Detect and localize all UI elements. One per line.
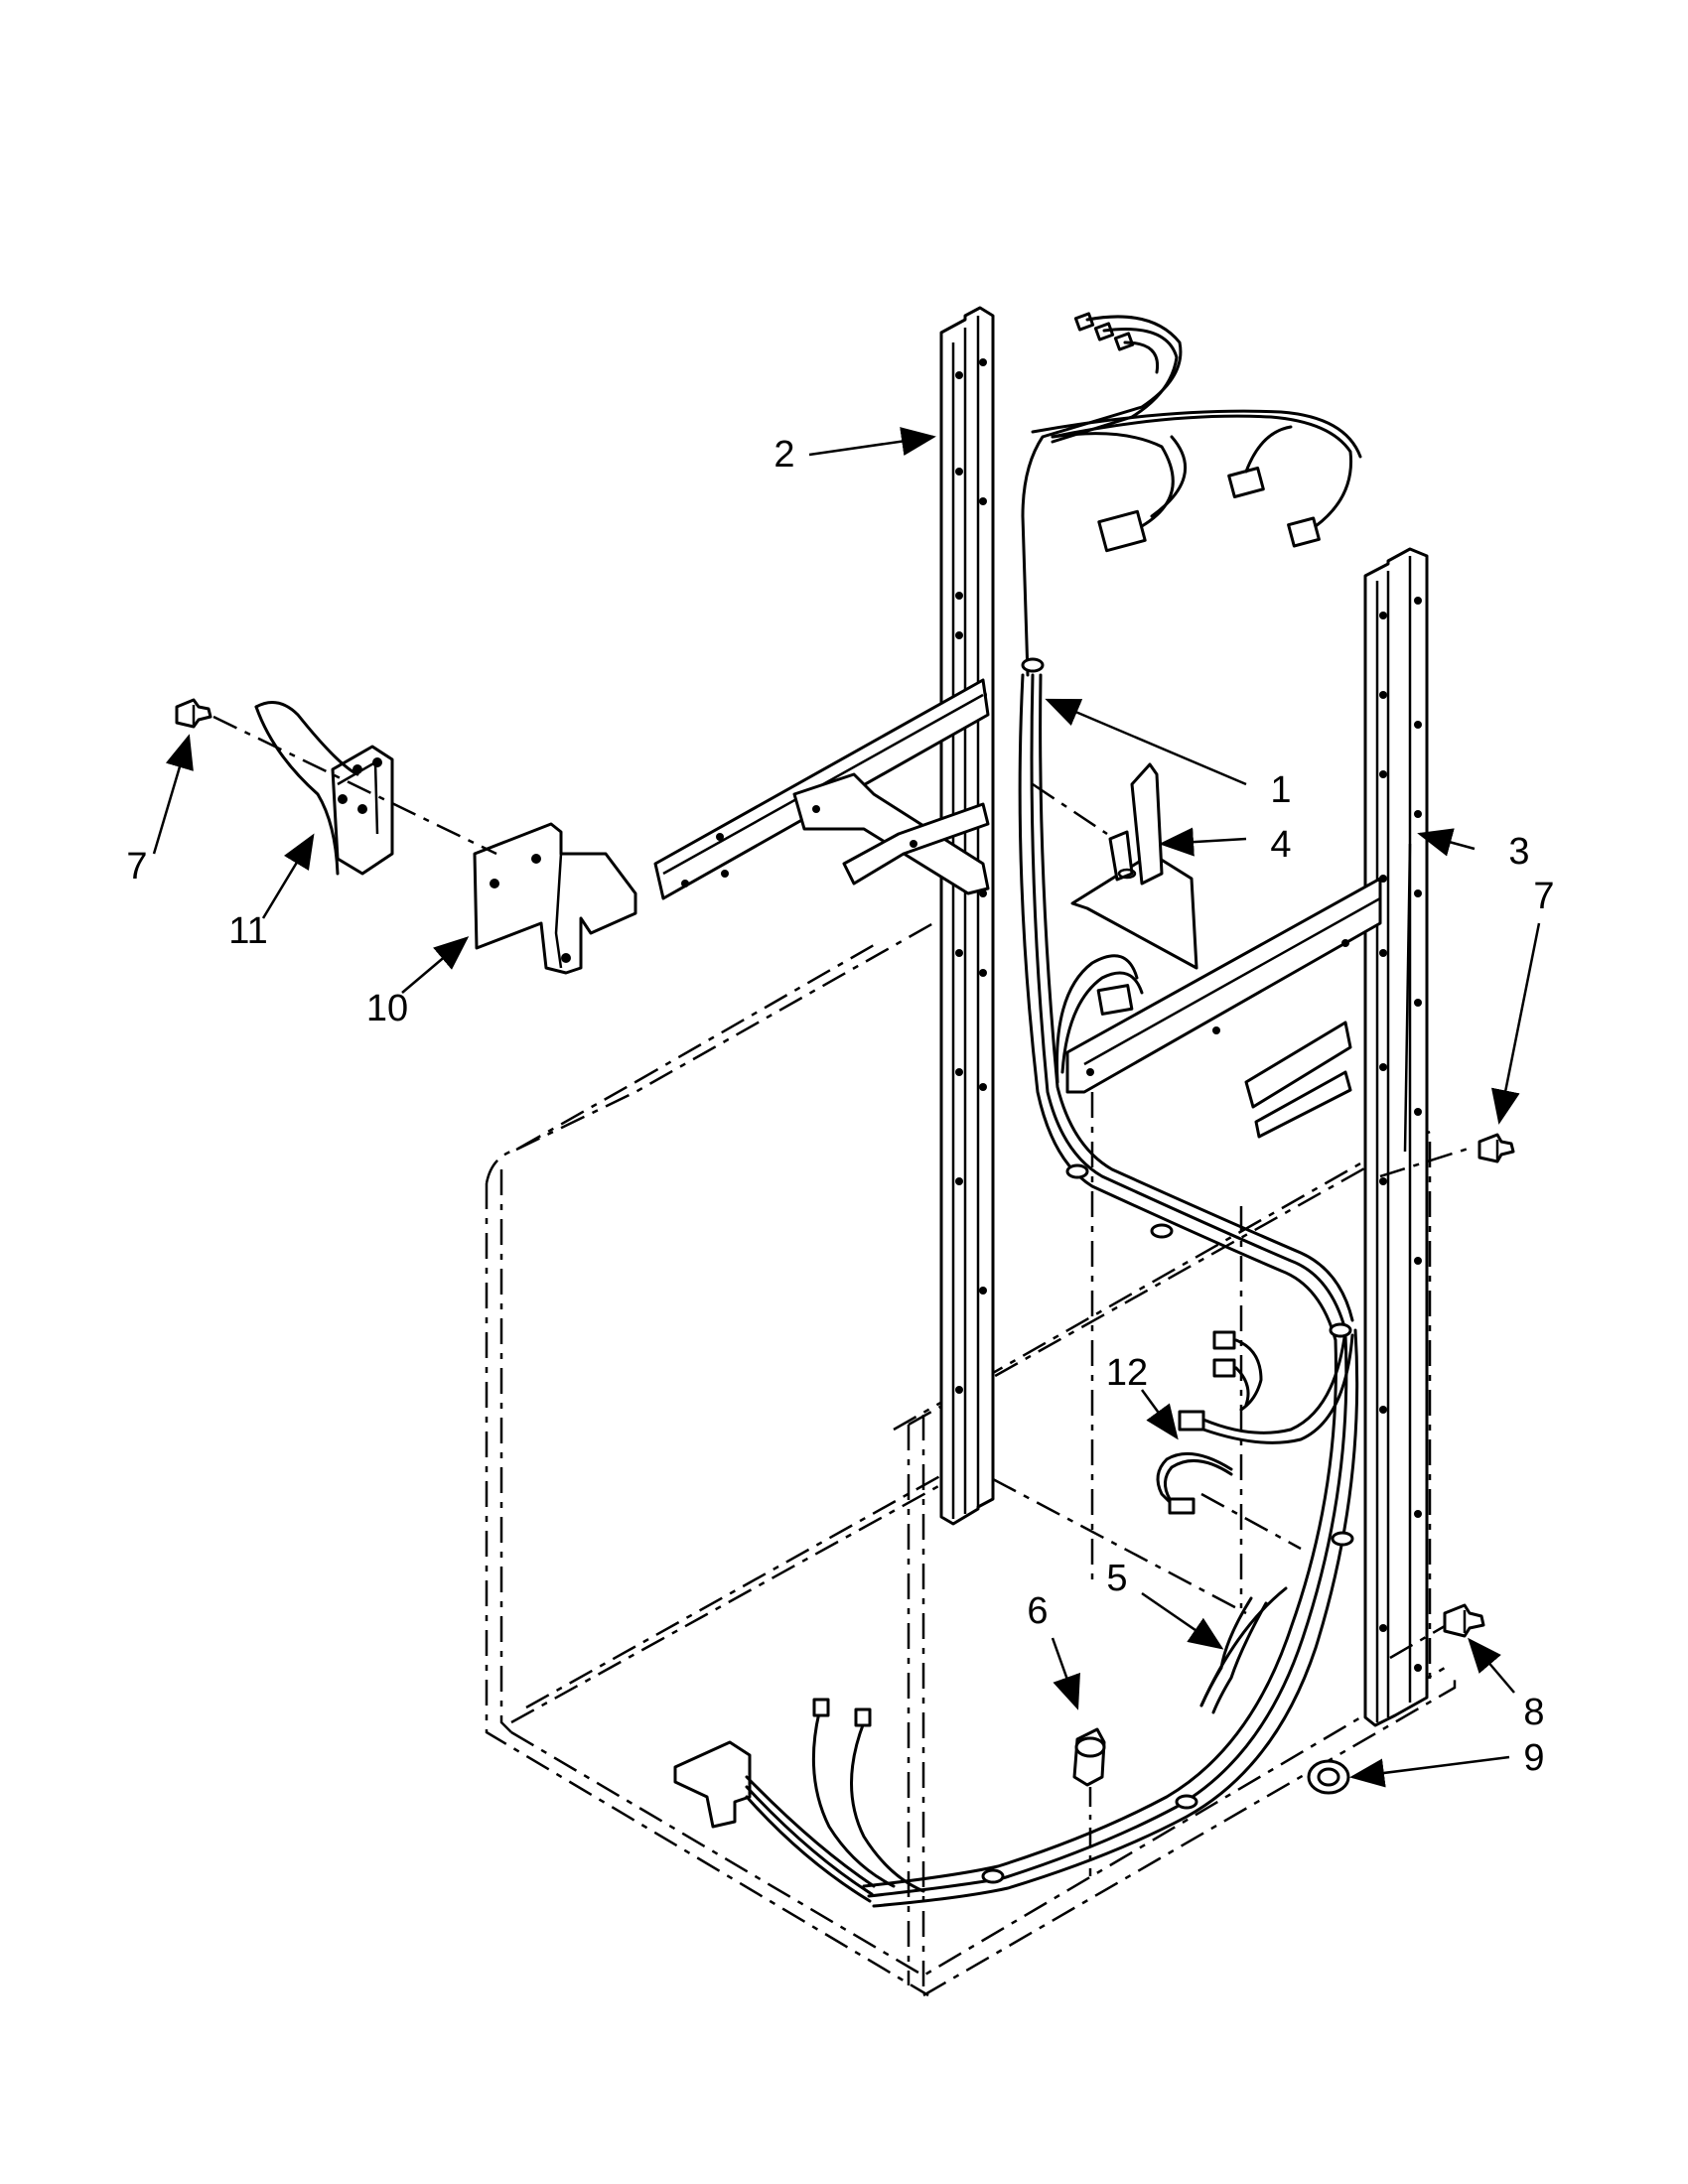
callout-12: 12 [1106,1352,1148,1394]
grommet [1307,1759,1350,1795]
callout-10: 10 [366,988,408,1029]
callout-8: 8 [1523,1692,1544,1733]
screw-left [175,698,212,729]
switch-assembly [254,701,394,876]
screw-bottom [1443,1603,1485,1638]
callout-2: 2 [774,434,794,476]
callout-9: 9 [1523,1737,1544,1779]
jumper-wire [1156,1451,1233,1515]
callout-4: 4 [1270,824,1291,866]
hose-clamp [1072,1727,1106,1876]
callout-7-left: 7 [126,846,147,887]
callout-7-right: 7 [1533,876,1554,917]
harness-bracket [1070,762,1198,970]
screw-right [1477,1133,1515,1163]
callout-5: 5 [1106,1558,1127,1599]
right-upright-channel [1363,547,1429,1727]
callout-3: 3 [1508,831,1529,873]
mounting-bracket [473,822,637,975]
left-upright-channel [939,306,995,1526]
assembly-centerlines [212,715,1476,1660]
callout-labels: 1 2 3 4 5 6 7 7 8 9 10 11 12 [126,434,1554,1779]
left-cross-rail [653,678,990,900]
callout-6: 6 [1027,1590,1048,1632]
wire-harness [673,312,1362,1908]
right-cross-rail [1065,877,1382,1139]
callout-1: 1 [1270,769,1291,811]
callout-11: 11 [228,910,267,952]
leader-lines [152,427,1541,1788]
drain-hose [1199,1586,1288,1714]
